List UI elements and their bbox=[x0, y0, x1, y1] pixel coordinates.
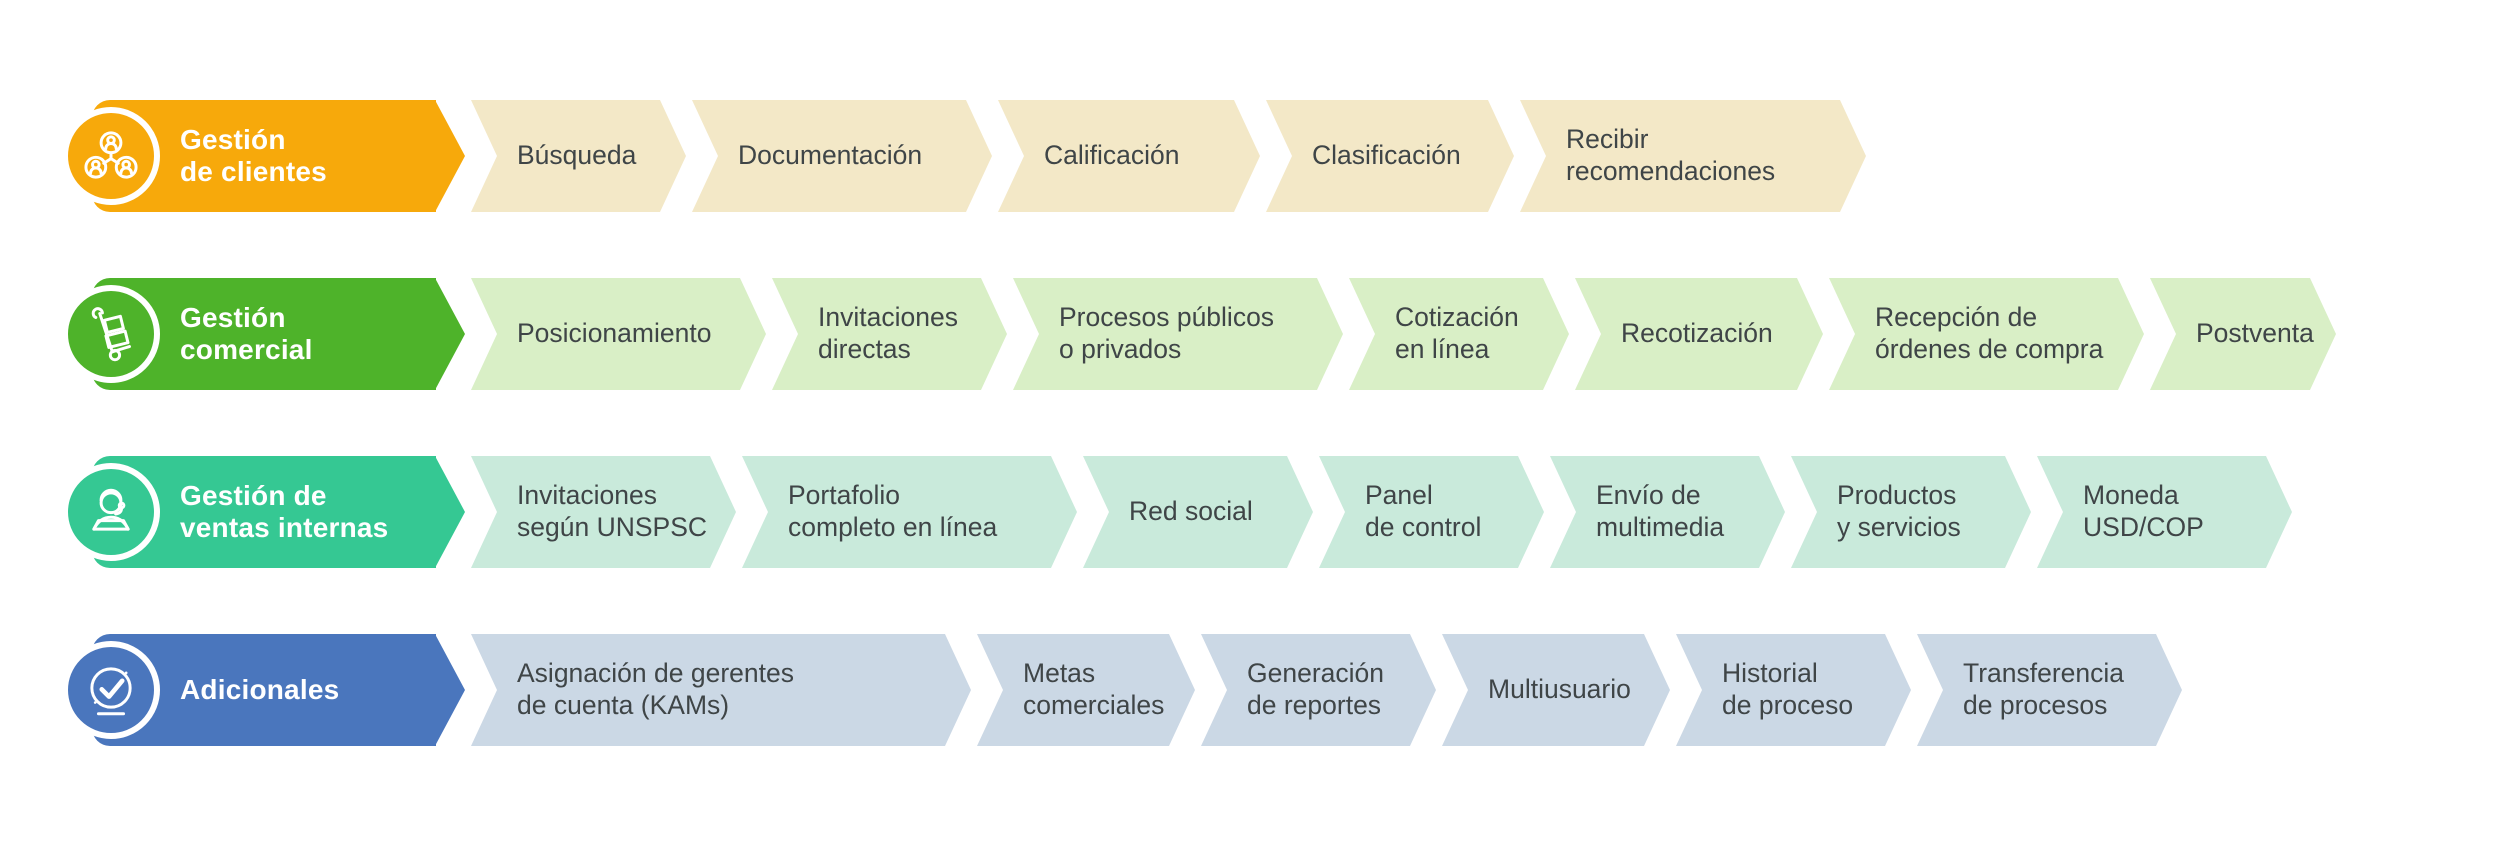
row-label-arrow-point bbox=[435, 634, 465, 746]
step-chevron: Clasificación bbox=[1266, 100, 1514, 212]
row-label-arrow-point bbox=[435, 456, 465, 568]
step-label: Clasificación bbox=[1312, 140, 1461, 171]
step-chevron: Búsqueda bbox=[471, 100, 686, 212]
row-label-arrow-point bbox=[435, 278, 465, 390]
step-label: Posicionamiento bbox=[517, 318, 712, 349]
step-chevron: Calificación bbox=[998, 100, 1260, 212]
hand-truck-icon bbox=[62, 285, 160, 383]
step-label: Postventa bbox=[2196, 318, 2314, 349]
clients-network-icon bbox=[62, 107, 160, 205]
row-label-arrow-point bbox=[435, 100, 465, 212]
step-chevron: Postventa bbox=[2150, 278, 2336, 390]
step-chevron: Posicionamiento bbox=[471, 278, 766, 390]
step-label: Calificación bbox=[1044, 140, 1180, 171]
row-label-text: Adicionales bbox=[180, 673, 340, 705]
step-chevron: Documentación bbox=[692, 100, 992, 212]
step-label: Búsqueda bbox=[517, 140, 637, 171]
check-circle-icon bbox=[62, 641, 160, 739]
step-label: Recotización bbox=[1621, 318, 1773, 349]
step-label: Red social bbox=[1129, 496, 1253, 527]
step-label: Multiusuario bbox=[1488, 674, 1631, 705]
step-chevron: Multiusuario bbox=[1442, 634, 1670, 746]
row-label-adicionales: Adicionales bbox=[62, 634, 465, 746]
step-label: Documentación bbox=[738, 140, 923, 171]
step-chevron: Red social bbox=[1083, 456, 1313, 568]
step-chevron: Recotización bbox=[1575, 278, 1823, 390]
support-agent-icon bbox=[62, 463, 160, 561]
